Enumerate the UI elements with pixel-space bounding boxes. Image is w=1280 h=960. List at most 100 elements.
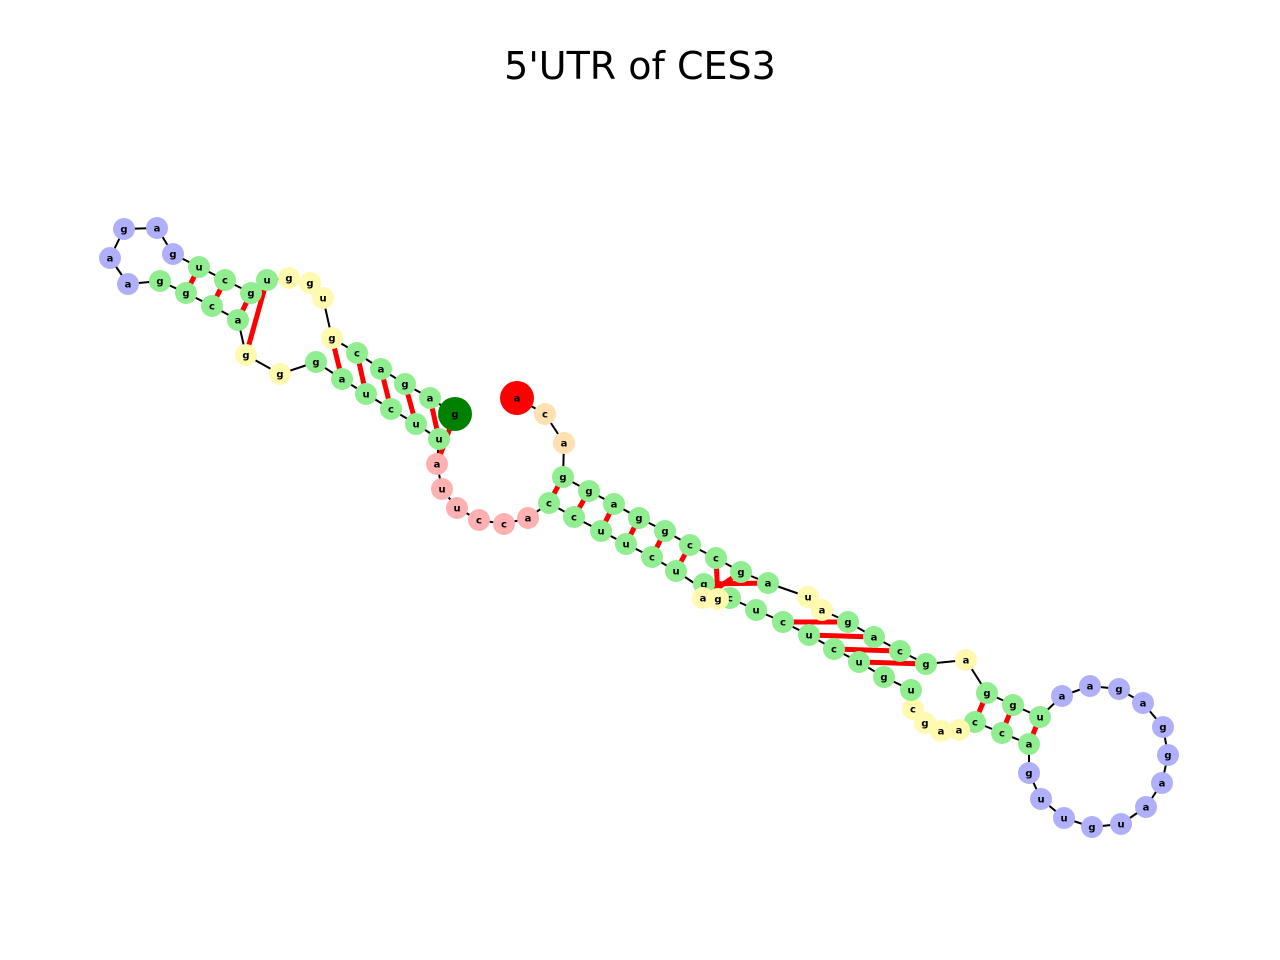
nucleotide-label: c [571,513,577,524]
nucleotide-label: u [597,527,604,538]
nucleotide-label: u [435,435,442,446]
nucleotide-circle [772,611,794,633]
stem-nucleotide: u [1029,706,1051,728]
nucleotide-circle [1029,706,1051,728]
nucleotide-circle [517,507,539,529]
nucleotide-label: u [672,567,679,578]
nucleotide-circle [991,722,1013,744]
nucleotide-circle [1018,762,1040,784]
nucleotide-label: c [999,729,1005,740]
stem-nucleotide: c [563,506,585,528]
nucleotide-circle [269,363,291,385]
nucleotide-label: u [263,276,270,287]
nucleotide-label: g [276,370,283,381]
nucleotide-circle [321,327,343,349]
nucleotide-label: a [819,606,826,617]
nucleotide-circle [428,428,450,450]
nucleotide-label: g [182,289,189,300]
nucleotide-label: g [401,380,408,391]
nucleotide-label: g [169,250,176,261]
nucleotide-circle [493,513,515,535]
nucleotide-label: a [765,579,772,590]
nucleotide-label: g [1159,723,1166,734]
nucleotide-circle [426,453,448,475]
nucleotide-label: g [1088,823,1095,834]
nucleotide-label: a [871,633,878,644]
hairpin-loop-nucleotide: a [99,247,121,269]
stem-nucleotide: g [730,561,752,583]
nucleotide-circle [603,493,625,515]
nucleotide-circle [798,624,820,646]
nucleotide-label: a [938,727,945,738]
stem-nucleotide: u [798,624,820,646]
nucleotide-circle [863,626,885,648]
stem-nucleotide: a [227,309,249,331]
nucleotide-label: g [714,595,721,606]
stem-nucleotide: g [149,270,171,292]
nucleotide-label: g [306,279,313,290]
nucleotide-label: g [451,410,458,421]
stem-nucleotide: g [305,351,327,373]
multiloop-nucleotide: c [493,513,515,535]
nucleotide-label: g [635,514,642,525]
hairpin-loop-nucleotide: g [1108,678,1130,700]
nucleotide-label: c [649,553,655,564]
nucleotide-circle [149,270,171,292]
base-pair-link [243,279,270,356]
interior-loop-nucleotide: g [707,588,729,610]
stem-nucleotide: g [578,480,600,502]
nucleotide-circle [823,638,845,660]
nucleotide-label: g [661,527,668,538]
nucleotide-circle [915,653,937,675]
nucleotide-circle [1110,813,1132,835]
hairpin-loop-nucleotide: a [1132,692,1154,714]
nucleotide-label: g [1115,685,1122,696]
nucleotide-label: g [844,618,851,629]
stem-nucleotide: g [873,666,895,688]
nucleotide-label: a [235,316,242,327]
stem-nucleotide: c [380,398,402,420]
nucleotide-circle [641,546,663,568]
nucleotide-circle [1152,716,1174,738]
nucleotide-label: u [805,631,812,642]
nucleotide-label: a [339,375,346,386]
nucleotide-circle [468,509,490,531]
nucleotide-label: c [910,705,916,716]
multiloop-nucleotide: c [468,509,490,531]
interior-loop-nucleotide: g [278,267,300,289]
nucleotide-circle [889,640,911,662]
nucleotide-circle [312,287,334,309]
nucleotide-label: c [542,410,548,421]
stem-nucleotide: g [628,507,650,529]
stem-nucleotide: a [757,572,779,594]
interior-loop-nucleotide: a [811,599,833,621]
nucleotide-label: c [972,718,978,729]
nucleotide-circle [811,599,833,621]
nucleotide-circle [278,267,300,289]
nucleotide-label: g [700,580,707,591]
multiloop-nucleotide: u [446,497,468,519]
nucleotide-label: c [897,647,903,658]
nucleotide-circle [446,497,468,519]
stem-nucleotide: u [745,599,767,621]
hairpin-loop-nucleotide: a [1079,675,1101,697]
nucleotide-circle [500,381,534,415]
nucleotide-label: a [1059,692,1066,703]
nucleotide-label: g [922,660,929,671]
interior-loop-nucleotide: g [321,327,343,349]
nucleotide-circle [534,403,556,425]
nucleotide-label: a [611,500,618,511]
nucleotide-circle [745,599,767,621]
nucleotide-label: c [209,302,215,313]
hairpin-loop-nucleotide: u [1030,788,1052,810]
interior-loop-nucleotide: g [269,363,291,385]
nucleotide-label: u [804,593,811,604]
nucleotide-label: c [780,618,786,629]
nucleotide-label: a [700,594,707,605]
stem-nucleotide: u [848,651,870,673]
stem-nucleotide: c [214,269,236,291]
stem-nucleotide: g [837,611,859,633]
nucleotide-label: a [107,254,114,265]
nucleotide-label: g [156,277,163,288]
